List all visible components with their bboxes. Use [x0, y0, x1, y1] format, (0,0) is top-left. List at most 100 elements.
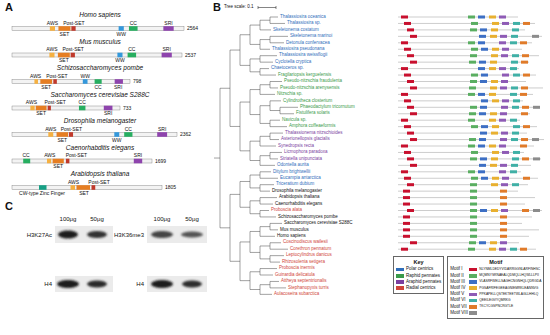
domain-label: Post-SET	[62, 47, 83, 52]
motif-box	[468, 93, 475, 96]
tree-branch	[270, 152, 282, 153]
tree-branch	[270, 256, 271, 262]
motif-box	[512, 132, 519, 135]
tree-branch	[250, 213, 260, 214]
tree-branch	[270, 36, 288, 37]
leaf-label: Homo sapiens	[277, 234, 306, 239]
tree-branch	[270, 139, 279, 140]
motif-box	[479, 35, 486, 38]
domain-block	[53, 79, 57, 84]
motif-box	[512, 157, 519, 160]
tree-branch	[260, 294, 272, 295]
antibody-label: H3K27Ac	[27, 232, 52, 238]
motif-track	[398, 75, 536, 76]
tree-branch	[270, 82, 271, 88]
tree-branch	[260, 246, 261, 259]
domain-label: SRI	[134, 153, 142, 158]
domain-label: SRI	[164, 21, 172, 26]
tree-branch	[250, 200, 260, 201]
motif-box	[404, 125, 411, 128]
leaf-label: Leptocylindrus danicus	[286, 253, 332, 258]
leaf-label: Rhizosolenia setigera	[282, 260, 325, 265]
tree-branch	[270, 87, 278, 88]
motif-sequence: TKCYCGSPNCRGTLE	[479, 305, 513, 308]
motif-box	[513, 74, 520, 77]
motif-box	[491, 209, 498, 212]
motif-box	[511, 61, 518, 64]
domain-block	[48, 132, 53, 137]
motif-box	[468, 16, 475, 19]
tree-branch	[240, 150, 250, 151]
legend-swatch	[396, 280, 404, 284]
motif-box	[471, 22, 478, 25]
leaf-label: Phaeodactylum tricornutum	[300, 105, 355, 110]
blot-band	[57, 280, 79, 288]
leaf-label: Fistulifera solaris	[296, 111, 330, 116]
antibody-label: H3K36me3	[114, 232, 144, 238]
motif-box	[521, 138, 528, 141]
motif-box	[407, 209, 414, 212]
tree-branch	[260, 275, 273, 276]
motif-box	[404, 48, 411, 51]
tree-branch	[270, 17, 278, 18]
tree-branch	[260, 94, 275, 95]
tree-branch	[240, 102, 250, 103]
domain-block	[92, 185, 96, 190]
motif-track	[398, 126, 537, 127]
tree-branch	[250, 59, 251, 72]
motif-box	[501, 132, 508, 135]
motif-box	[512, 28, 519, 31]
motif-sequence: PGSAFRIFEGEEAGNIEMRKLEANNVG	[479, 287, 538, 290]
leaf-label: Eucampia antarctica	[280, 176, 321, 181]
motif-box	[410, 61, 417, 64]
tree-branch	[230, 194, 231, 261]
tree-branch	[280, 107, 298, 108]
tree-branch	[260, 226, 270, 227]
tree-branch	[270, 133, 283, 134]
tree-branch	[270, 17, 271, 23]
tree-branch	[260, 171, 271, 172]
leaf-label: Thalassionema nitzschioides	[285, 131, 343, 136]
motif-box	[480, 157, 487, 160]
legend-row: Motif VIITKCYCGSPNCRGTLE	[450, 304, 541, 310]
domain-label: AWS	[47, 21, 58, 26]
domain-label: SET	[53, 164, 63, 169]
protein-length: 2537	[185, 53, 196, 58]
motif-box	[410, 112, 417, 115]
motif-track	[398, 229, 539, 230]
motif-box	[520, 93, 527, 96]
blot-band	[151, 280, 173, 288]
motif-track	[398, 223, 522, 224]
leaf-label: Arabidopsis thaliana	[279, 195, 320, 200]
domain-group	[34, 79, 123, 84]
motif-box	[501, 80, 508, 83]
tree-branch	[250, 141, 260, 142]
motif-box	[520, 41, 527, 44]
key-box: KeyPolar centricsRaphid pennatesAraphid …	[393, 256, 444, 294]
domain-label: SRI	[163, 47, 171, 52]
motif-box	[501, 106, 508, 109]
tree-branch	[270, 120, 280, 121]
tree-branch	[250, 160, 260, 161]
motif-box	[480, 132, 487, 135]
tree-branch	[260, 191, 270, 192]
species-name: Schizosaccharomyces pombe	[57, 65, 143, 72]
domain-label: SRI	[104, 111, 112, 116]
motif-box	[502, 151, 509, 154]
tree-branch	[260, 40, 261, 50]
motif-box	[500, 86, 507, 89]
tree-branch	[270, 287, 286, 288]
domain-label: Post-SET	[61, 127, 82, 132]
tree-branch	[270, 152, 271, 158]
tree-branch	[240, 242, 241, 281]
tree-branch	[250, 89, 260, 90]
motif-box	[511, 138, 518, 141]
motif-box	[407, 106, 414, 109]
motif-box	[470, 222, 477, 225]
legend-text: Motif V	[450, 292, 469, 297]
tree-branch	[270, 281, 279, 282]
motif-box	[480, 209, 487, 212]
motif-box	[510, 67, 517, 70]
domain-block	[119, 26, 124, 31]
motif-table: MotifMotif INLYNMLDEDYVIDARRGGNLARFINHSC…	[447, 256, 544, 319]
